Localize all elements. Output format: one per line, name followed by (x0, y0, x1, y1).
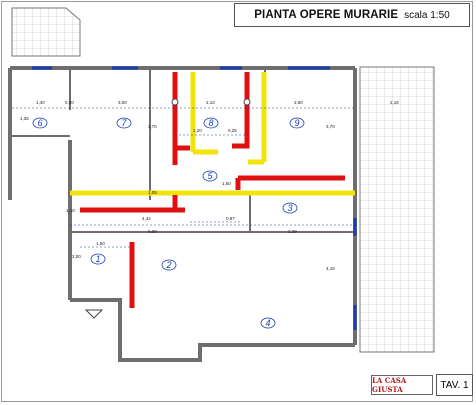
column-marker-1 (171, 98, 179, 106)
dim-4-15: 4,15 (326, 266, 335, 271)
dim-1-50b: 1,50 (222, 181, 231, 186)
windows (32, 66, 357, 330)
dim-2-90: 2,90 (294, 100, 303, 105)
dim-1-05: 1,05 (148, 190, 157, 195)
room-tag-2: 2 (161, 259, 177, 271)
svg-text:8: 8 (208, 118, 213, 128)
dim-1-10: 1,10 (66, 208, 75, 213)
terrace-right (359, 66, 435, 353)
room-tag-9: 9 (289, 117, 305, 129)
dim-2-39: 2,39 (288, 229, 297, 234)
room-tag-8: 8 (203, 117, 219, 129)
company-logo: LA CASA GIUSTA (371, 375, 433, 395)
room-tag-1: 1 (90, 253, 106, 265)
dim-1-40: 1,40 (36, 100, 45, 105)
svg-text:5: 5 (207, 171, 213, 181)
logo-text: LA CASA GIUSTA (372, 376, 407, 394)
new-walls (80, 72, 345, 308)
dim-3-70b: 3,70 (326, 124, 335, 129)
svg-text:2: 2 (165, 260, 171, 270)
svg-text:3: 3 (287, 203, 292, 213)
drawing-title: PIANTA OPERE MURARIE (254, 9, 399, 21)
column-marker-2 (243, 98, 251, 106)
dim-1-50: 1,50 (96, 241, 105, 246)
svg-text:1: 1 (95, 254, 100, 264)
room-tag-5: 5 (202, 170, 218, 182)
dim-1-35: 1,35 (20, 116, 29, 121)
dim-5-00: 5,00 (148, 229, 157, 234)
dimension-lines (12, 107, 355, 248)
drawing-scale: scala 1:50 (404, 9, 450, 21)
dim-4-42: 4,42 (142, 216, 151, 221)
dim-2-00: 2,00 (72, 254, 81, 259)
stair-marker (84, 309, 104, 319)
dim-1-20: 1,20 (193, 128, 202, 133)
room-tag-4: 4 (260, 317, 276, 329)
svg-text:6: 6 (37, 118, 42, 128)
dim-0-25: 0,25 (228, 128, 237, 133)
balcony-top-left (11, 7, 81, 57)
dim-3-00: 3,00 (118, 100, 127, 105)
room-tag-7: 7 (116, 117, 132, 129)
dim-2-16: 2,16 (390, 100, 399, 105)
dim-2-10: 2,10 (206, 100, 215, 105)
room-tag-6: 6 (32, 117, 48, 129)
existing-walls (8, 66, 357, 362)
svg-text:9: 9 (294, 118, 299, 128)
svg-text:7: 7 (121, 118, 127, 128)
title-block: PIANTA OPERE MURARIE scala 1:50 (234, 3, 470, 27)
dim-0-90: 0,90 (65, 100, 74, 105)
svg-text:4: 4 (265, 318, 270, 328)
walls-to-demolish (70, 72, 355, 196)
sheet-label: TAV. 1 (436, 374, 473, 396)
dim-3-70a: 3,70 (148, 124, 157, 129)
dim-0-87: 0,87 (226, 216, 235, 221)
room-tag-3: 3 (282, 202, 298, 214)
